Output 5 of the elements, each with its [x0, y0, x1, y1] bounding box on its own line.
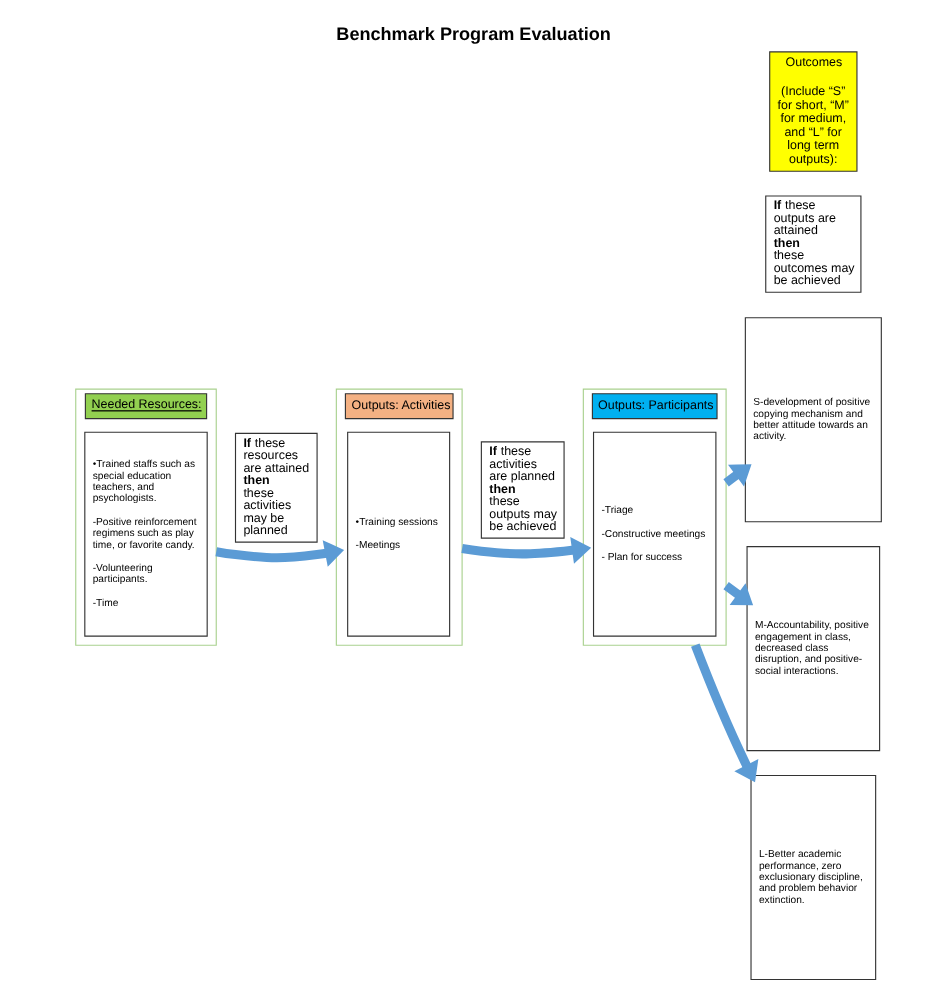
arrow: [691, 642, 759, 782]
arrow: [723, 580, 754, 605]
arrow: [461, 536, 592, 563]
arrow: [215, 539, 345, 566]
diagram-title: Benchmark Program Evaluation: [336, 23, 611, 44]
